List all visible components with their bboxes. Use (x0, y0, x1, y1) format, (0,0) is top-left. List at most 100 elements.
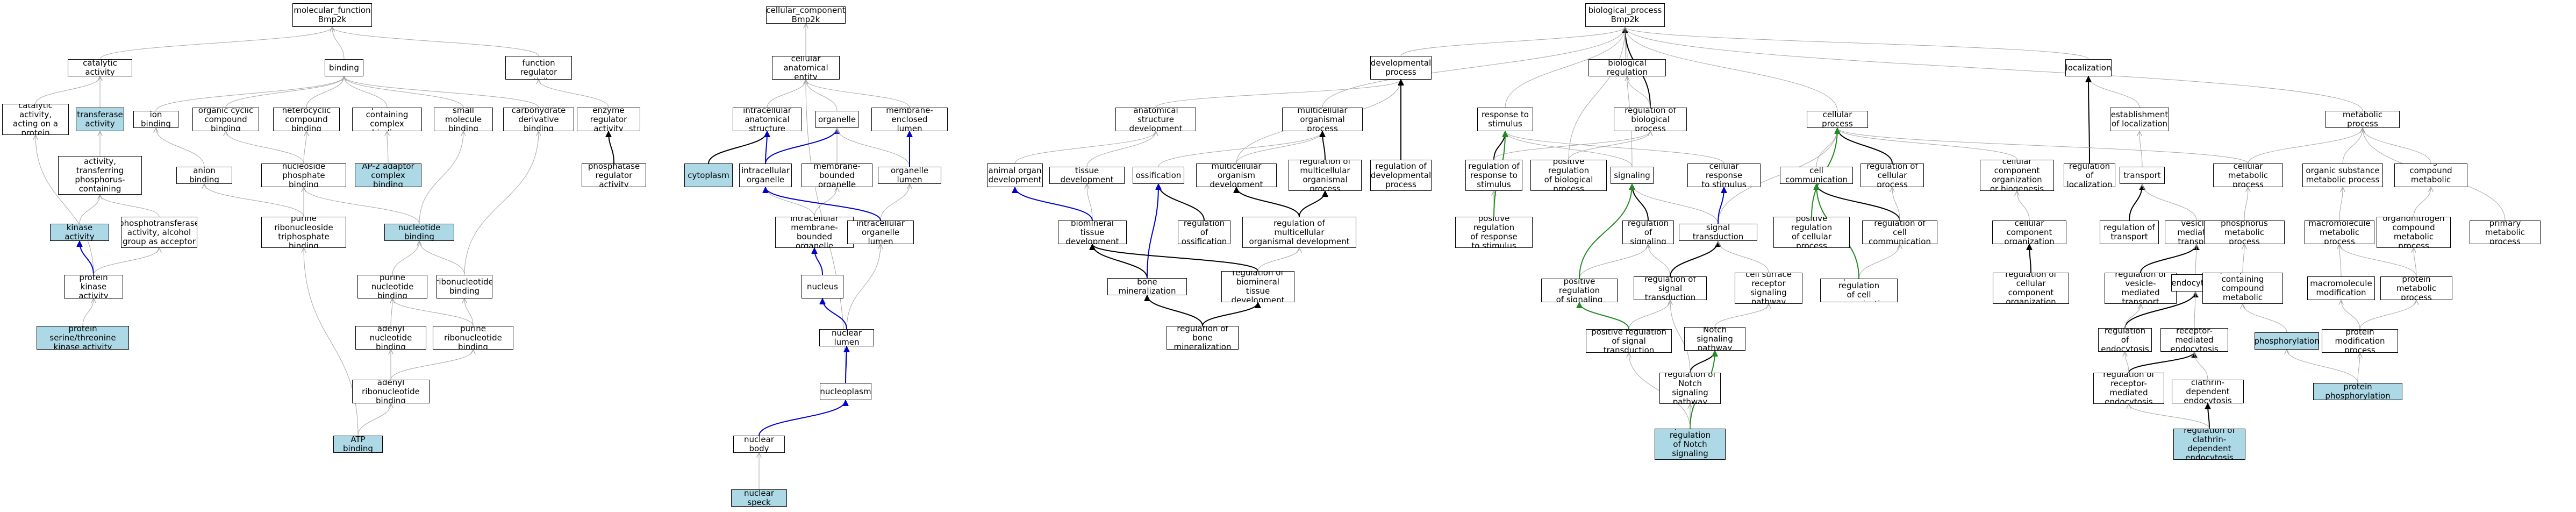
node-ionb: ion binding (133, 111, 178, 128)
node-regmcop: regulation of multicellular organismal p… (1289, 160, 1362, 191)
node-biomin: biomineral tissue development (1058, 221, 1127, 244)
edge-ribonucb-to-carbder (464, 131, 539, 275)
edge-metproc-to-bp (1625, 27, 2363, 111)
node-resp: response to stimulus (1477, 108, 1533, 131)
node-ias: intracellular anatomical structure (733, 108, 802, 131)
node-organonit: organonitrogen compound metabolic proces… (2377, 217, 2451, 248)
node-macromod: macromolecule modification (2307, 276, 2375, 300)
edge-atp-to-purnuctri (304, 248, 359, 436)
edge-purnuctri-to-anionb (204, 183, 304, 217)
edge-intorg-to-ias (765, 131, 767, 164)
edge-regcc-to-cellcomm (1816, 183, 1900, 221)
edge-cellmet-to-cellproc (1837, 127, 2249, 164)
node-orgsub: organic substance metabolic process (2302, 163, 2383, 187)
edge-nucphos-to-orgcyc (226, 131, 304, 164)
node-protmod: protein modification process (2322, 329, 2398, 353)
node-orglumen: organelle lumen (878, 167, 941, 184)
node-ccorg2: cellular component organization (1992, 221, 2066, 244)
node-adenylnuc: adenyl nucleotide binding (355, 326, 426, 350)
node-regcc: regulation of cell communication (1862, 221, 1937, 244)
node-enzreg: enzyme regulator activity (577, 108, 640, 131)
edge-protkin-to-phosalc (93, 247, 159, 275)
node-regsig: regulation of signaling (1622, 221, 1674, 244)
node-kinase: kinase activity (50, 224, 109, 241)
edge-possig-to-signaling (1579, 184, 1632, 279)
node-regresp: regulation of response to stimulus (1465, 160, 1522, 191)
edge-sigtrans-to-signaling (1632, 183, 1719, 224)
node-posregcc: positive regulation of cell communicatio… (1820, 279, 1898, 302)
edge-regccorg-to-ccorg2 (2029, 244, 2031, 273)
edge-regsigtrans-to-regsig (1648, 244, 1671, 277)
edge-local-to-bp (1625, 26, 2089, 60)
node-animorg: animal organ development (987, 163, 1043, 187)
node-bioreg: biological regulation (1588, 59, 1666, 76)
node-carbder: carbohydrate derivative binding (503, 108, 574, 131)
edge-regmcop-to-mcop (1322, 131, 1326, 160)
edge-nitro-to-metproc (2363, 127, 2431, 164)
node-memencl: membrane-enclosed lumen (871, 108, 948, 131)
node-purribonuc: purine ribonucleotide binding (433, 326, 513, 350)
node-bp: biological_process Bmp2k (1585, 3, 1665, 27)
edge-regmcodev-to-mcodev (1236, 187, 1300, 217)
edge-purnucb-to-nucb (392, 241, 419, 275)
edge-regsigtrans-to-sigtrans (1670, 240, 1718, 277)
edge-phosalc-to-transfphos (100, 194, 160, 217)
node-cellresp: cellular response to stimulus (1687, 163, 1761, 187)
node-nucb: nucleotide binding (384, 224, 454, 241)
edge-nucbody-to-nucleoplasm (759, 400, 846, 436)
edge-biomin-to-tissdev (1087, 184, 1093, 221)
edge-rme-to-endocyt (2194, 291, 2195, 329)
edge-atp-to-adenylribo (357, 403, 391, 436)
node-mf: molecular_function Bmp2k (292, 3, 372, 27)
edge-transport-to-estloc (2139, 131, 2143, 167)
edge-cat2-to-catact (35, 76, 100, 104)
edge-phosreg-to-enzreg (609, 131, 614, 164)
edge-regmcodev-to-regmcop (1299, 190, 1325, 217)
edge-signaling-to-bp (1625, 27, 1633, 167)
edge-possig-to-regsig (1579, 244, 1648, 279)
node-smallmol: small molecule binding (434, 108, 493, 131)
node-regnotch: regulation of Notch signaling pathway (1659, 373, 1721, 404)
node-nuclumen: nuclear lumen (819, 329, 874, 346)
node-regclath: regulation of clathrin-dependent endocyt… (2173, 429, 2245, 460)
edge-protmod-to-macromod (2341, 300, 2360, 330)
edge-cellcomm-to-cellproc (1816, 128, 1837, 167)
node-anionb: anion binding (176, 167, 232, 184)
edge-estloc-to-local (2088, 76, 2140, 108)
node-notch: Notch signaling pathway (1684, 327, 1745, 351)
edge-protphos-to-phosphorylation (2287, 349, 2358, 383)
edge-regrme-to-rme (2128, 351, 2194, 373)
node-intorg: intracellular organelle (739, 163, 792, 187)
node-adenylribo: adenyl ribonucleotide binding (352, 380, 430, 403)
edge-regtrans-to-transport (2129, 184, 2142, 221)
edge-regrme-to-regendo (2125, 352, 2129, 373)
edge-regnotch-to-notch (1690, 350, 1715, 373)
node-regbp: regulation of biological process (1614, 108, 1687, 131)
edge-mfreg-to-mf (332, 26, 539, 56)
node-regtrans: regulation of transport (2100, 221, 2159, 244)
edge-sigtrans-to-cellproc (1718, 128, 1837, 224)
node-phosalc: phosphotransferase activity, alcohol gro… (121, 217, 197, 248)
edge-memencl-to-cae (806, 79, 910, 108)
node-protkin: protein kinase activity (64, 275, 123, 298)
edge-posregsigtrans-to-possig (1579, 302, 1629, 330)
node-phoscont: phosphate-containing compound metabolic … (2202, 273, 2283, 304)
edge-regclath-to-clathrin (2208, 403, 2209, 429)
node-cellproc: cellular process (1807, 111, 1868, 128)
node-cellsurf: cell surface receptor signaling pathway (1735, 273, 1802, 304)
node-possig: positive regulation of signaling (1541, 279, 1618, 302)
node-local: localization (2065, 59, 2112, 76)
edge-kinase-to-transfphos (79, 195, 100, 224)
edge-regresp-to-regbp (1493, 131, 1650, 160)
node-intmem: intracellular membrane-bounded organelle (775, 217, 854, 248)
node-rme: receptor-mediated endocytosis (2160, 328, 2228, 352)
node-regrme: regulation of receptor-mediated endocyto… (2093, 373, 2164, 404)
node-cellmet: cellular metabolic process (2213, 163, 2283, 187)
edge-purribonuc-to-purnucb (392, 298, 474, 326)
edge-protkin-to-cat2 (35, 135, 94, 275)
node-transfact: transferase activity (76, 108, 124, 131)
node-regvesicle: regulation of vesicle-mediated transport (2105, 273, 2177, 304)
edge-bonemin-to-ossif (1147, 184, 1158, 279)
edge-nuclumen-to-nucleus (822, 298, 847, 330)
